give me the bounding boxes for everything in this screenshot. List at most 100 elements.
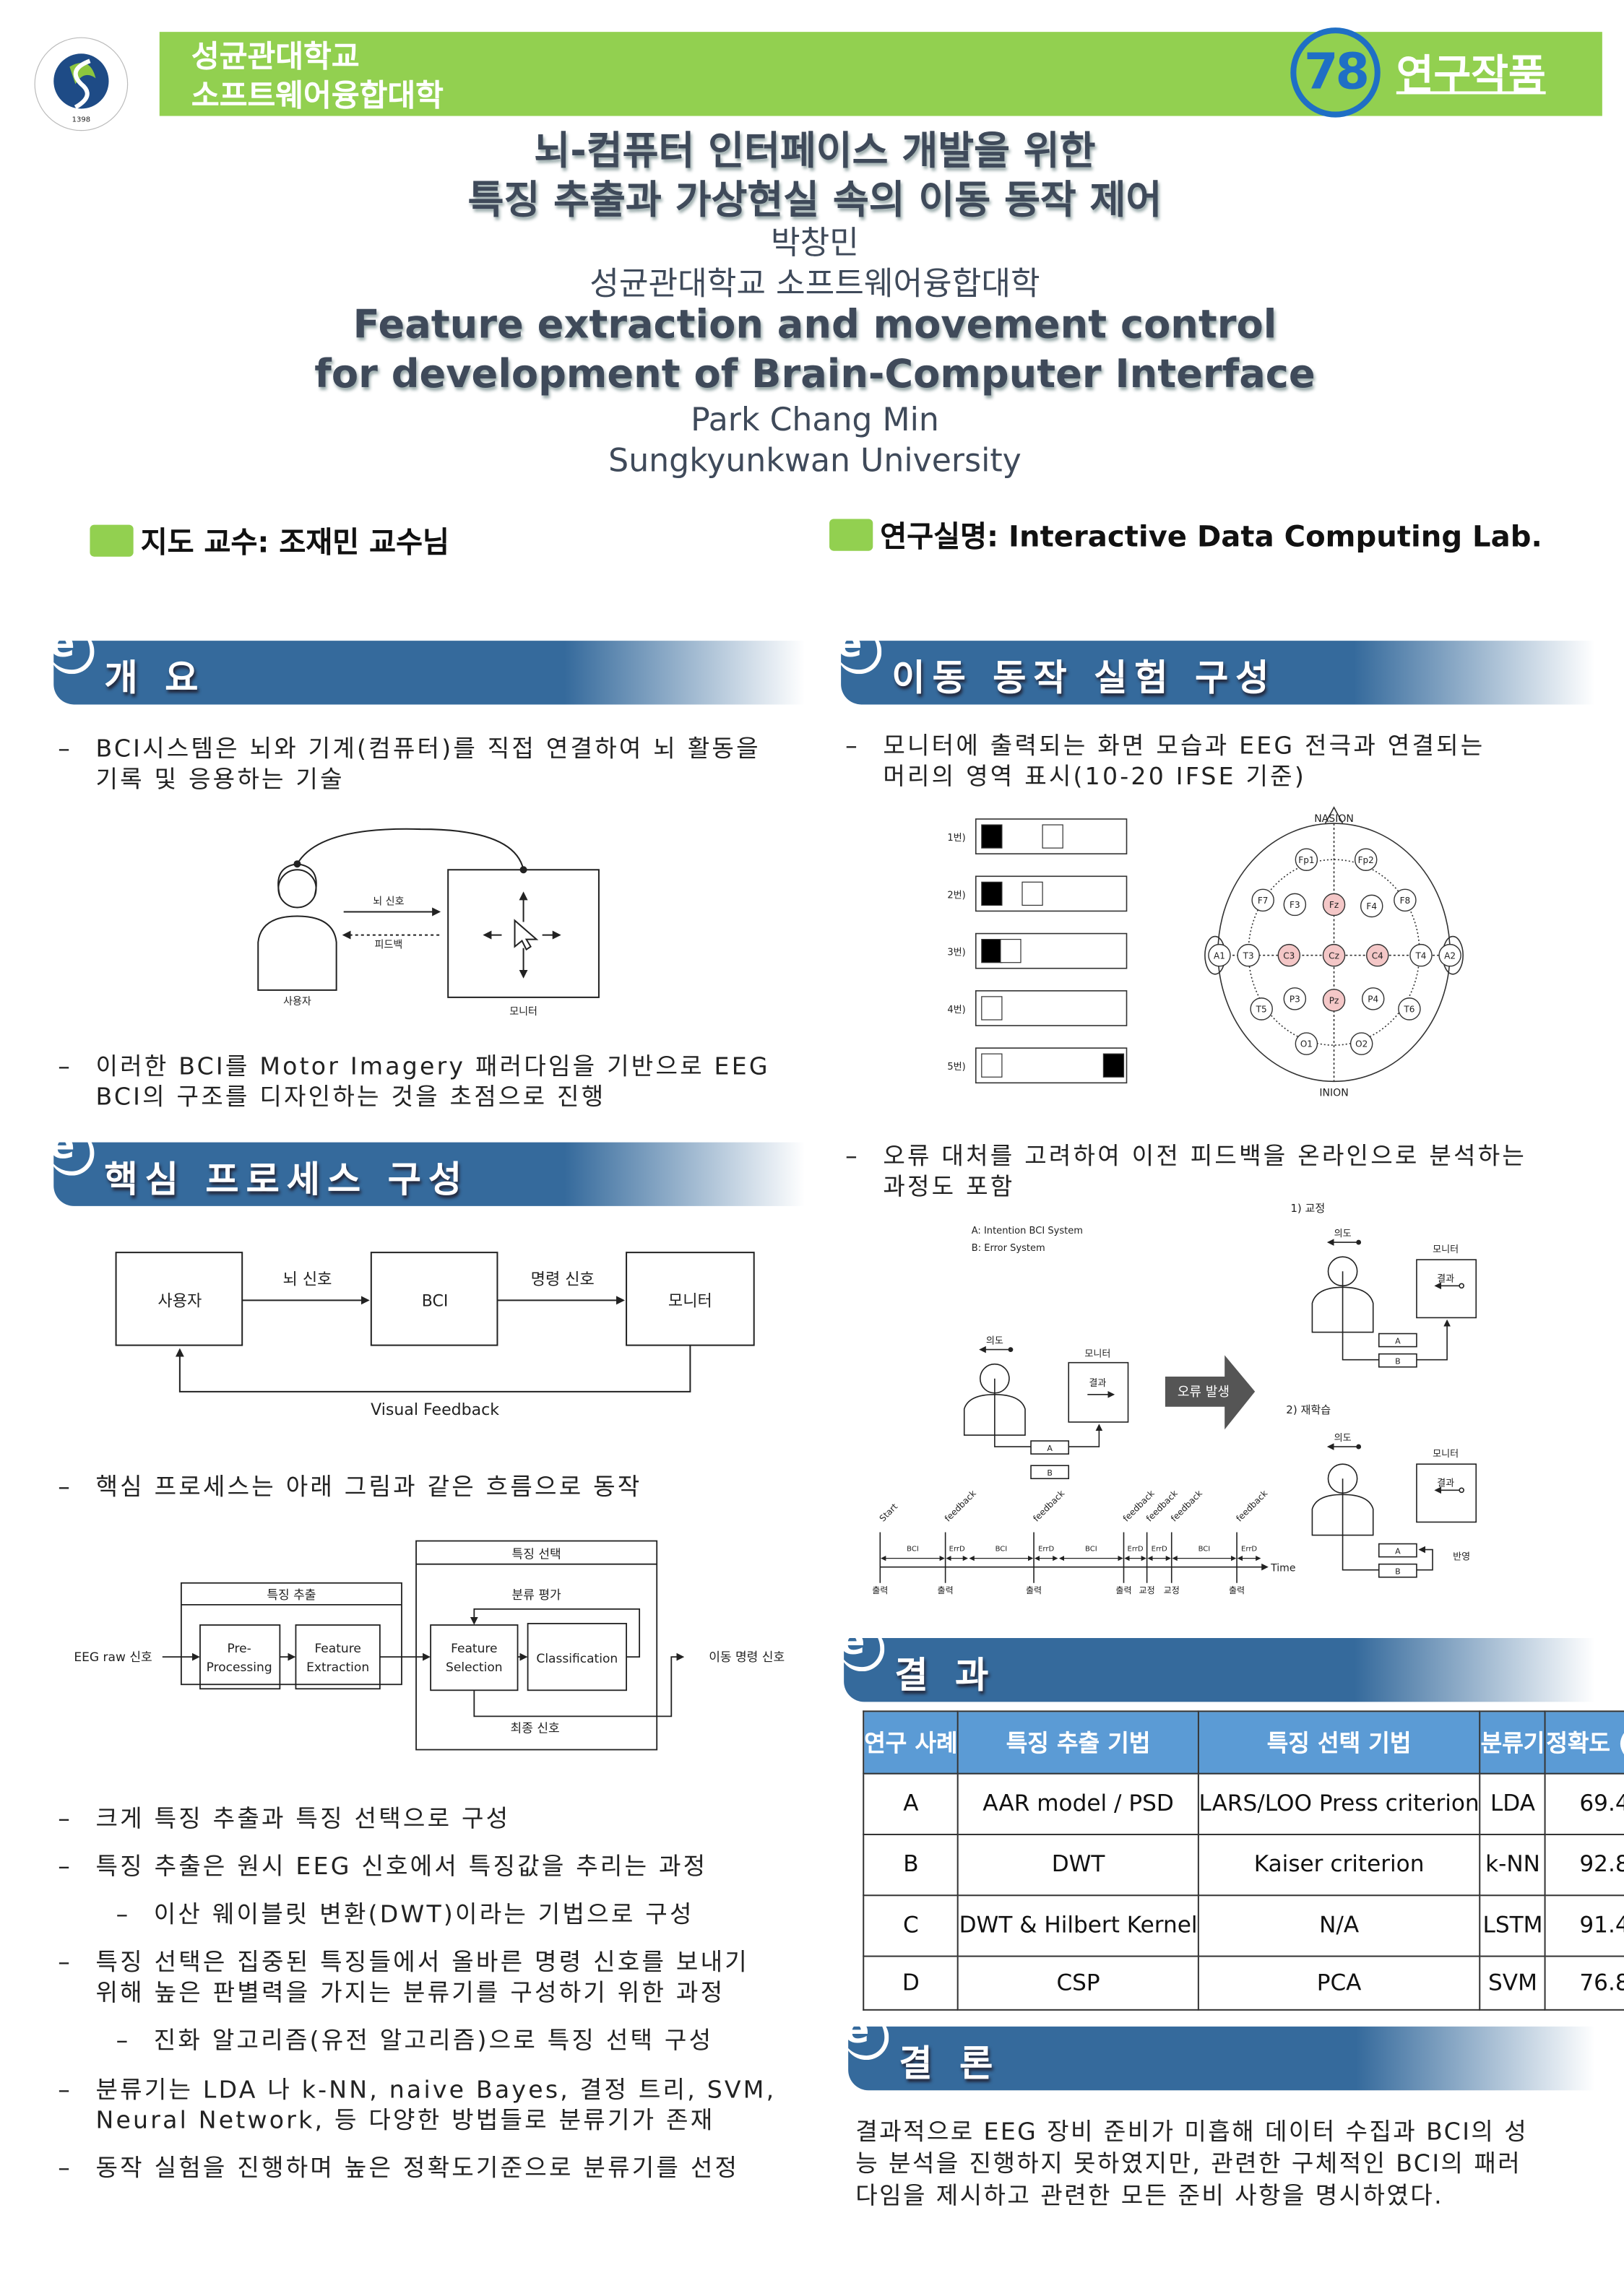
process-bullet: –동작 실험을 진행하며 높은 정확도기준으로 분류기를 선정: [58, 2154, 740, 2182]
screen-label: 5번): [947, 1062, 965, 1073]
svg-text:Extraction: Extraction: [306, 1660, 369, 1675]
title-ko-line2: 특징 추출과 가상현실 속의 이동 동작 제어: [467, 178, 1162, 224]
author-en: Park Chang Min: [691, 402, 939, 440]
section-e-icon: e: [49, 1128, 95, 1176]
svg-text:P4: P4: [1368, 995, 1378, 1005]
svg-text:1398: 1398: [72, 116, 91, 124]
timeline-bottom-label: 교정: [1164, 1585, 1180, 1595]
screen-example: 4번): [947, 990, 1128, 1026]
electrode-f4: F4: [1360, 894, 1383, 918]
timeline-bottom-label: 출력: [872, 1585, 888, 1595]
section-title: 핵심 프로세스 구성: [104, 1158, 470, 1200]
time-axis-label: Time: [1270, 1563, 1295, 1574]
electrode-fp2: Fp2: [1354, 848, 1378, 871]
svg-text:결과: 결과: [1089, 1378, 1106, 1389]
electrode-o1: O1: [1295, 1032, 1318, 1055]
table-cell: 91.4: [1545, 1894, 1624, 1957]
flow-user-label: 사용자: [157, 1292, 202, 1310]
svg-text:A: A: [1047, 1444, 1053, 1453]
flow-visual-feedback-label: Visual Feedback: [371, 1401, 499, 1419]
flow-monitor-box: [626, 1252, 755, 1346]
svg-text:모니터: 모니터: [1084, 1349, 1110, 1360]
cursor-block: [981, 996, 1003, 1021]
title-en-line2: for development of Brain-Computer Interf…: [314, 352, 1316, 397]
svg-text:C4: C4: [1372, 950, 1383, 961]
lab-info: 연구실명: Interactive Data Computing Lab.: [880, 519, 1542, 554]
flow-command-signal-label: 명령 신호: [531, 1270, 595, 1288]
monitor-label: 모니터: [509, 1006, 537, 1018]
svg-text:F7: F7: [1258, 896, 1269, 906]
svg-text:O2: O2: [1355, 1039, 1368, 1049]
svg-text:모니터: 모니터: [1433, 1244, 1459, 1255]
table-cell: PCA: [1197, 1955, 1481, 2011]
advisor-info: 지도 교수: 조재민 교수님: [140, 524, 449, 560]
error-occurrence-arrow: [1165, 1355, 1256, 1430]
interval-label: BCI: [995, 1546, 1008, 1554]
column-header: 정확도 (%): [1545, 1710, 1624, 1775]
timeline-bottom-label: 출력: [1115, 1585, 1131, 1595]
svg-text:Pre-: Pre-: [228, 1642, 251, 1656]
section-title: 개 요: [104, 657, 206, 699]
svg-text:의도: 의도: [986, 1336, 1003, 1347]
interval-label: ErrD: [1152, 1546, 1167, 1554]
table-cell: DWT: [957, 1833, 1199, 1897]
headset-icon: [277, 863, 317, 896]
electrode-f8: F8: [1394, 888, 1417, 912]
pipeline-diagram: [162, 1540, 685, 1751]
svg-text:Cz: Cz: [1329, 950, 1339, 961]
timeline-event-label: Start: [878, 1502, 900, 1524]
title-en-line1: Feature extraction and movement control: [353, 303, 1277, 348]
cursor-block: [981, 1053, 1003, 1078]
table-cell: 76.8: [1545, 1955, 1624, 2011]
timeline-bottom-label: 교정: [1139, 1585, 1155, 1595]
electrode-t5: T5: [1250, 997, 1273, 1021]
svg-text:P3: P3: [1290, 995, 1300, 1005]
screen-label: 4번): [947, 1005, 965, 1015]
feature-extraction-box: [295, 1624, 381, 1690]
target-block: [981, 824, 1003, 849]
author-ko: 박창민: [771, 226, 859, 263]
nasion-label: NASION: [1314, 813, 1354, 825]
flow-user-box: [115, 1252, 243, 1346]
table-cell: LARS/LOO Press criterion: [1197, 1772, 1481, 1835]
pipeline-input-label: EEG raw 신호: [74, 1650, 152, 1665]
svg-text:A: A: [1395, 1337, 1401, 1346]
screen-example: 2번): [947, 875, 1128, 912]
pipeline-output-label: 이동 명령 신호: [709, 1650, 785, 1665]
svg-text:Classification: Classification: [536, 1652, 618, 1666]
feature-selection-box: [430, 1624, 519, 1691]
timeline-bottom-label: 출력: [938, 1585, 954, 1595]
interval-label: ErrD: [1241, 1546, 1257, 1554]
svg-text:B: B: [1047, 1468, 1053, 1478]
process-bullet-intro: –핵심 프로세스는 아래 그림과 같은 흐름으로 동작: [58, 1473, 642, 1501]
svg-text:F4: F4: [1366, 901, 1377, 911]
cursor-icon: [514, 919, 539, 951]
affiliation-ko: 성균관대학교 소프트웨어융합대학: [589, 267, 1040, 303]
electrode-fp1: Fp1: [1295, 848, 1318, 871]
inion-label: INION: [1319, 1087, 1348, 1099]
screen-label: 2번): [947, 890, 965, 901]
pipeline-extract-label: 특징 추출: [267, 1588, 316, 1603]
user-body: [257, 915, 337, 991]
svg-text:Processing: Processing: [207, 1660, 272, 1675]
electrode-t4: T4: [1409, 943, 1433, 967]
svg-text:Feature: Feature: [451, 1642, 497, 1656]
svg-text:T4: T4: [1414, 950, 1426, 961]
section-title: 이동 동작 실험 구성: [891, 657, 1277, 699]
table-cell: D: [863, 1955, 959, 2011]
process-bullet: –분류기는 LDA 나 k-NN, naive Bayes, 결정 트리, SV…: [58, 2076, 777, 2134]
interval-label: BCI: [1198, 1546, 1211, 1554]
svg-text:결과: 결과: [1437, 1273, 1454, 1284]
